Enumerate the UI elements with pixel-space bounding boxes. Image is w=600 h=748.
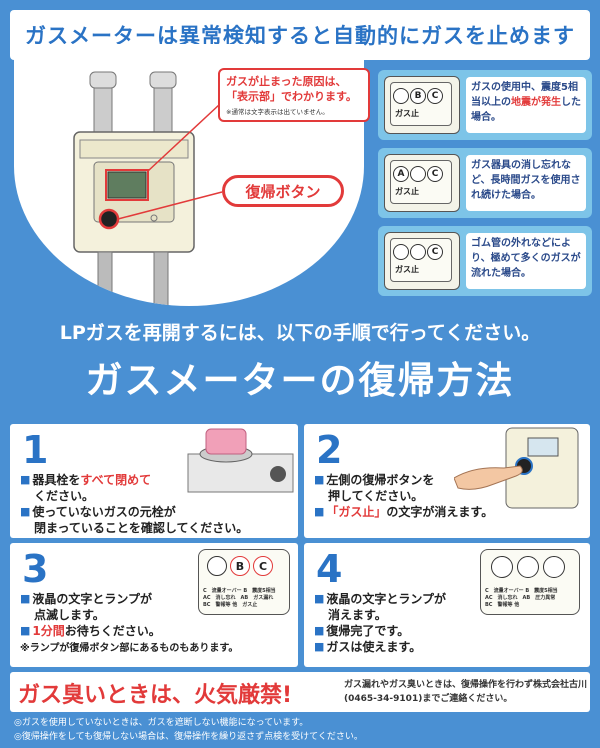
step-2-card: 2 ■左側の復帰ボタンを 押してください。 ■「ガス止」の文字が消えます。 xyxy=(304,424,590,538)
lamp-a xyxy=(491,556,513,578)
lamp-b: B xyxy=(230,556,250,576)
lamp-b: B xyxy=(410,88,426,104)
case-description: ガスの使用中、震度5相当以上の地震が発生した場合。 xyxy=(466,77,586,133)
lamp-b xyxy=(517,556,539,578)
footnotes: ◎ガスを使用していないときは、ガスを遮断しない機能になっています。 ◎復帰操作を… xyxy=(14,716,363,744)
lamp-a xyxy=(393,88,409,104)
step-3-card: 3 B C C 流量オーバー B 震度5相当 AC 消し忘れ AB ガス漏れ B… xyxy=(10,543,298,667)
case-card-long-use: A C ガス止 ガス器具の消し忘れなど、長時間ガスを使用され続けた場合。 xyxy=(378,148,592,218)
footnote-1: ◎ガスを使用していないときは、ガスを遮断しない機能になっています。 xyxy=(14,718,309,728)
lamp-c: C xyxy=(427,166,443,182)
gas-stop-label: ガス止 xyxy=(395,187,419,196)
warning-banner: ガス臭いときは、火気厳禁! ガス漏れやガス臭いときは、復帰操作を行わず株式会社古… xyxy=(10,672,590,712)
case-card-earthquake: B C ガス止 ガスの使用中、震度5相当以上の地震が発生した場合。 xyxy=(378,70,592,140)
step-number: 3 xyxy=(22,547,49,591)
step-4-card: 4 C 流量オーバー B 震度5相当 AC 消し忘れ AB 圧力異常 BC 警報… xyxy=(304,543,590,667)
gas-meter-icon xyxy=(73,71,223,306)
reset-button-label: 復帰ボタン xyxy=(222,175,344,207)
lcd-display: C ガス止 xyxy=(384,232,460,290)
cleared-lcd-display: C 流量オーバー B 震度5相当 AC 消し忘れ AB 圧力異常 BC 警報等 … xyxy=(480,549,580,615)
lamp-c: C xyxy=(427,88,443,104)
case-card-hose-off: C ガス止 ゴム管の外れなどにより、極めて多くのガスが流れた場合。 xyxy=(378,226,592,296)
callout-line1: ガスが止まった原因は、 xyxy=(226,75,347,88)
lcd-display: B C ガス止 xyxy=(384,76,460,134)
reset-label-text: 復帰ボタン xyxy=(245,182,321,201)
step-number: 2 xyxy=(316,428,343,472)
step-1-instructions: ■器具栓をすべて閉めて ください。 ■使っていないガスの元栓が 閉まっていること… xyxy=(20,473,249,535)
step-3-note: ※ランプが復帰ボタン部にあるものもあります。 xyxy=(20,643,239,654)
step-3-instructions: ■液晶の文字とランプが 点滅します。 ■1分間お待ちください。 ※ランプが復帰ボ… xyxy=(20,591,238,657)
warning-title: ガス臭いときは、火気厳禁! xyxy=(18,683,293,708)
step-2-instructions: ■左側の復帰ボタンを 押してください。 ■「ガス止」の文字が消えます。 xyxy=(314,473,494,519)
lamp-a: A xyxy=(393,166,409,182)
gas-stop-label: ガス止 xyxy=(395,265,419,274)
gas-stove-icon xyxy=(187,428,294,493)
gas-stop-label: ガス止 xyxy=(395,109,419,118)
lamp-a xyxy=(207,556,227,576)
step-number: 4 xyxy=(316,547,343,591)
blinking-lcd-display: B C C 流量オーバー B 震度5相当 AC 消し忘れ AB ガス漏れ BC … xyxy=(198,549,290,615)
case-description: ガス器具の消し忘れなど、長時間ガスを使用され続けた場合。 xyxy=(466,155,586,211)
lamp-b xyxy=(410,244,426,260)
lamp-b xyxy=(410,166,426,182)
case-description: ゴム管の外れなどにより、極めて多くのガスが流れた場合。 xyxy=(466,233,586,289)
page-title: ガスメーターの復帰方法 xyxy=(85,359,515,402)
step-4-instructions: ■液晶の文字とランプが 消えます。 ■復帰完了です。 ■ガスは使えます。 xyxy=(314,592,447,654)
footnote-2: ◎復帰操作をしても復帰しない場合は、復帰操作を繰り返さず点検を受けてください。 xyxy=(14,732,363,742)
callout-note: ※通常は文字表示は出ていません。 xyxy=(226,108,329,116)
step-number: 1 xyxy=(22,428,49,472)
display-callout: ガスが止まった原因は、 「表示部」でわかります。 ※通常は文字表示は出ていません… xyxy=(218,68,370,122)
sub-heading: LPガスを再開するには、以下の手順で行ってください。 xyxy=(59,322,541,344)
callout-line2: 「表示部」でわかります。 xyxy=(226,90,357,103)
lamp-a xyxy=(393,244,409,260)
step-1-card: 1 ■器具栓をすべて閉めて ください。 ■使っていないガスの元栓が 閉まっている… xyxy=(10,424,298,538)
lamp-c: C xyxy=(253,556,273,576)
lamp-c xyxy=(543,556,565,578)
lcd-display: A C ガス止 xyxy=(384,154,460,212)
press-button-hand-icon xyxy=(454,427,579,509)
warning-text: ガス漏れやガス臭いときは、復帰操作を行わず株式会社古川(0465-34-9101… xyxy=(344,680,588,704)
lamp-c: C xyxy=(427,244,443,260)
